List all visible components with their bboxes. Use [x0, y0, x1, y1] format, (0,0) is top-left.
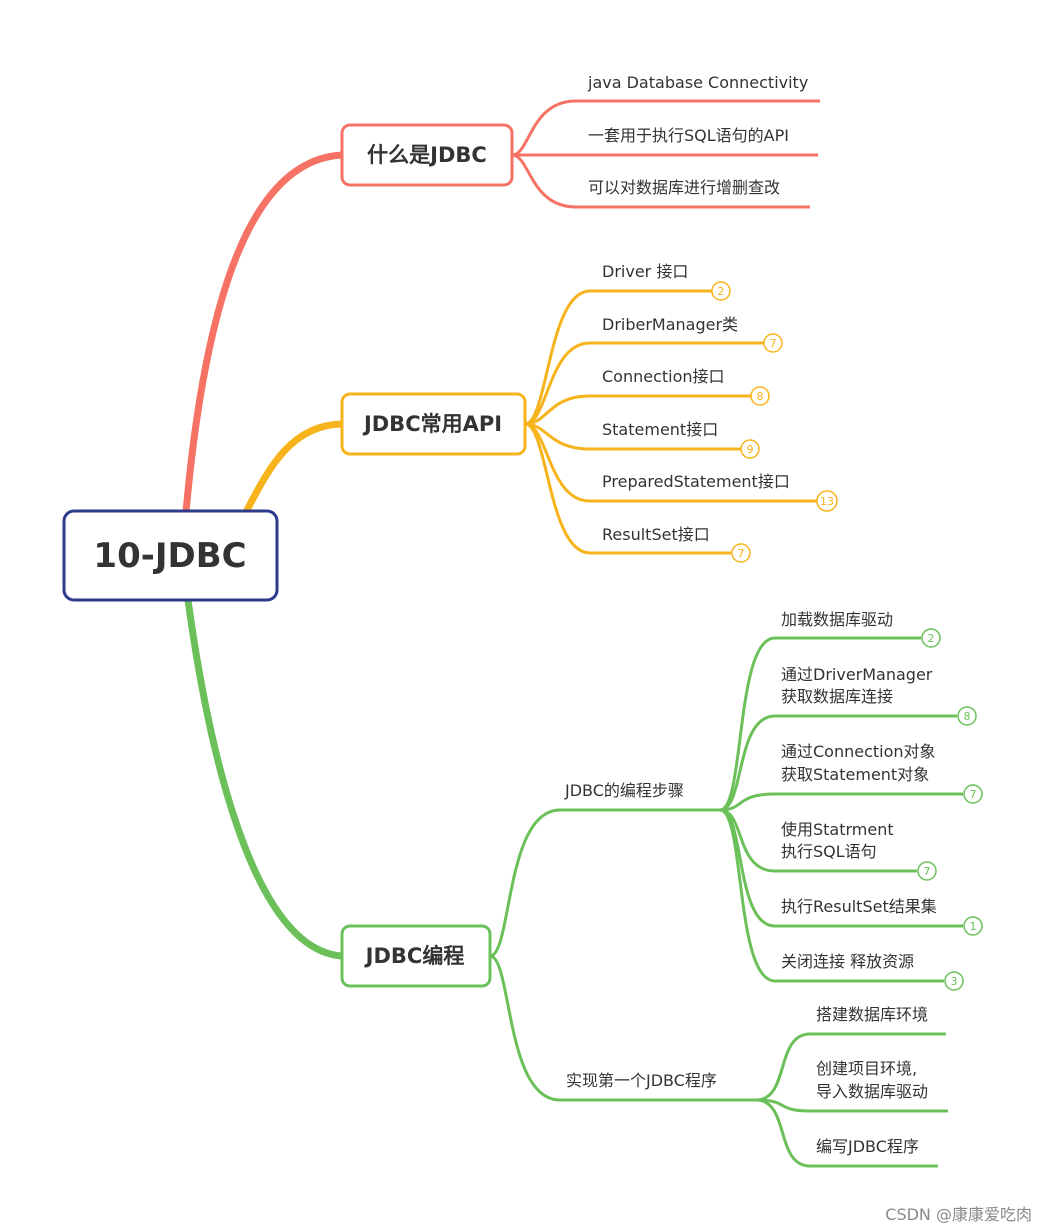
svg-text:13: 13 — [820, 495, 834, 508]
svg-text:8: 8 — [964, 710, 971, 723]
sub-first-program[interactable]: 实现第一个JDBC程序 — [566, 1071, 717, 1090]
branch-node-jdbc-programming[interactable]: JDBC编程 — [340, 924, 492, 988]
connector-root-to-jdbc-programming — [184, 599, 343, 960]
leaf-what-is-jdbc-2[interactable]: 一套用于执行SQL语句的API — [588, 126, 789, 145]
svg-text:7: 7 — [738, 547, 745, 560]
connector-root-to-what-is-jdbc — [182, 151, 343, 513]
svg-text:7: 7 — [924, 865, 931, 878]
branch-label-what-is-jdbc: 什么是JDBC — [367, 143, 487, 167]
leaf-what-is-jdbc-3[interactable]: 可以对数据库进行增删查改 — [588, 178, 780, 197]
leaf-api-preparedstatement[interactable]: PreparedStatement接口 — [602, 472, 790, 491]
leaf-api-driver[interactable]: Driver 接口 — [602, 262, 688, 281]
svg-text:2: 2 — [928, 632, 935, 645]
svg-text:3: 3 — [951, 975, 958, 988]
branch-node-common-api[interactable]: JDBC常用API — [340, 392, 527, 456]
badge-step-execute-sql[interactable]: 7 — [917, 861, 937, 881]
badge-step-close[interactable]: 3 — [944, 971, 964, 991]
svg-text:8: 8 — [757, 390, 764, 403]
connector-root-to-common-api — [242, 420, 343, 514]
badge-api-resultset[interactable]: 7 — [731, 543, 751, 563]
branch-label-common-api: JDBC常用API — [362, 412, 502, 436]
leaf-api-drivermanager[interactable]: DriberManager类 — [602, 315, 738, 334]
leaf-what-is-jdbc-1[interactable]: java Database Connectivity — [587, 73, 808, 92]
common-api-connectors — [524, 289, 817, 555]
badge-api-drivermanager[interactable]: 7 — [763, 333, 783, 353]
root-node[interactable]: 10-JDBC — [62, 509, 279, 602]
watermark: CSDN @康康爱吃肉 — [885, 1205, 1032, 1224]
svg-text:9: 9 — [747, 443, 754, 456]
leaf-first-db-env[interactable]: 搭建数据库环境 — [816, 1005, 928, 1024]
badge-step-resultset[interactable]: 1 — [963, 916, 983, 936]
svg-text:2: 2 — [718, 285, 725, 298]
leaf-first-project-env-line1[interactable]: 创建项目环境, — [816, 1059, 917, 1078]
leaf-step-load-driver[interactable]: 加载数据库驱动 — [781, 610, 893, 629]
branch-label-jdbc-programming: JDBC编程 — [364, 944, 465, 968]
what-is-jdbc-connectors — [511, 99, 820, 209]
svg-text:7: 7 — [970, 788, 977, 801]
leaf-step-resultset[interactable]: 执行ResultSet结果集 — [781, 897, 937, 916]
leaf-step-execute-sql-line1[interactable]: 使用Statrment — [781, 820, 894, 839]
svg-text:1: 1 — [970, 920, 977, 933]
leaf-api-statement[interactable]: Statement接口 — [602, 420, 718, 439]
leaf-step-get-statement-line2[interactable]: 获取Statement对象 — [781, 765, 929, 784]
leaf-api-resultset[interactable]: ResultSet接口 — [602, 525, 710, 544]
badge-step-load-driver[interactable]: 2 — [921, 628, 941, 648]
sub-programming-steps[interactable]: JDBC的编程步骤 — [564, 781, 684, 800]
badge-step-get-statement[interactable]: 7 — [963, 784, 983, 804]
leaf-step-get-connection-line2[interactable]: 获取数据库连接 — [781, 687, 893, 706]
root-label: 10-JDBC — [93, 536, 246, 576]
badge-api-driver[interactable]: 2 — [711, 281, 731, 301]
leaf-step-get-connection-line1[interactable]: 通过DriverManager — [781, 665, 933, 684]
badge-api-preparedstatement[interactable]: 13 — [816, 490, 838, 512]
badge-api-connection[interactable]: 8 — [750, 386, 770, 406]
leaf-first-write-program[interactable]: 编写JDBC程序 — [816, 1137, 919, 1156]
badge-api-statement[interactable]: 9 — [740, 439, 760, 459]
jdbc-programming-connectors — [489, 636, 963, 1168]
branch-node-what-is-jdbc[interactable]: 什么是JDBC — [340, 123, 514, 187]
leaf-step-get-statement-line1[interactable]: 通过Connection对象 — [781, 742, 936, 761]
leaf-first-project-env-line2[interactable]: 导入数据库驱动 — [816, 1082, 928, 1101]
leaf-api-connection[interactable]: Connection接口 — [602, 367, 725, 386]
leaf-step-execute-sql-line2[interactable]: 执行SQL语句 — [781, 842, 877, 861]
leaf-step-close[interactable]: 关闭连接 释放资源 — [781, 952, 914, 971]
svg-text:7: 7 — [770, 337, 777, 350]
badge-step-get-connection[interactable]: 8 — [957, 706, 977, 726]
